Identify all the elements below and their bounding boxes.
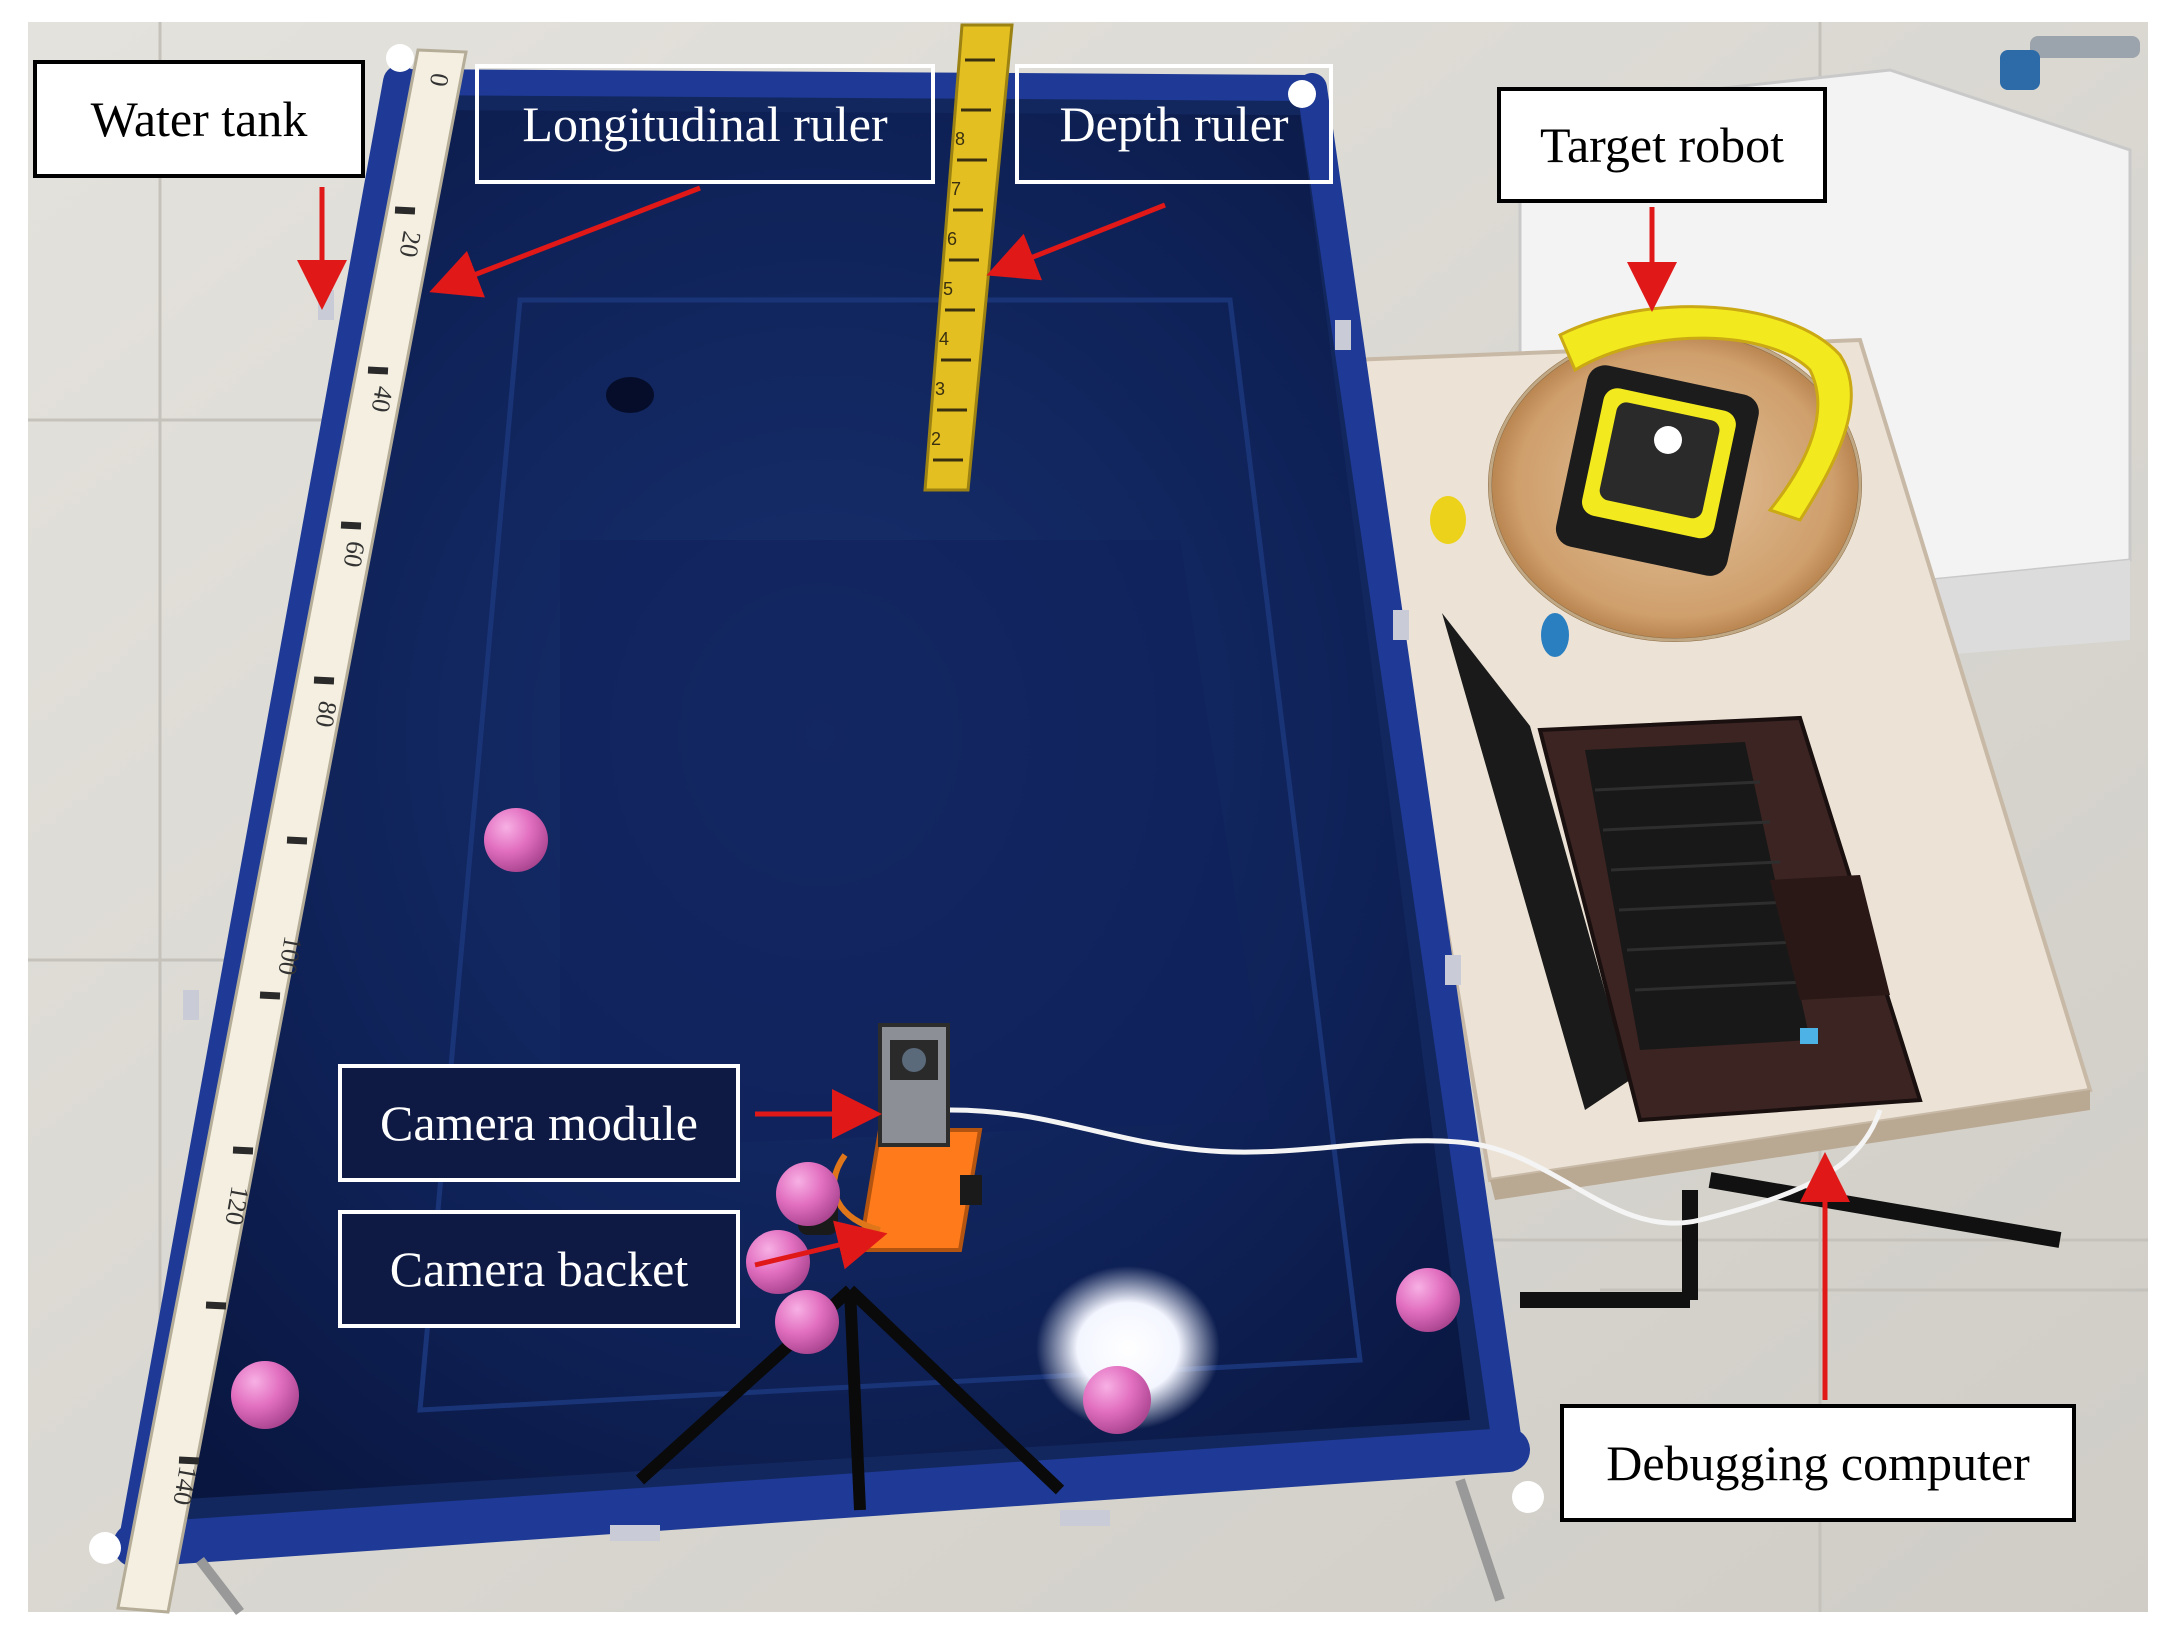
light-reflection — [1036, 1266, 1220, 1430]
ruler-mark: 140 — [167, 1464, 202, 1507]
ruler-mark: 20 — [394, 229, 427, 260]
camera-assembly — [798, 1023, 1883, 1252]
debugging-laptop — [1442, 613, 1923, 1123]
arrow-longitudinal-ruler — [429, 185, 701, 298]
depth-mark: 3 — [935, 379, 945, 399]
target-robot — [1430, 305, 1862, 657]
longitudinal-ruler: 0 20 40 60 80 100 120 140 — [116, 48, 468, 1614]
depth-mark: 5 — [943, 279, 953, 299]
pink-ball — [484, 808, 548, 872]
ruler-mark: 80 — [310, 699, 343, 730]
pink-ball — [231, 1361, 299, 1429]
desk-legs — [1520, 1172, 2062, 1308]
label-water-tank: Water tank — [33, 60, 365, 178]
ruler-mark: 120 — [219, 1184, 254, 1227]
ruler-mark: 100 — [272, 934, 307, 977]
depth-mark: 7 — [951, 179, 961, 199]
drain-hole — [606, 377, 654, 413]
label-depth-ruler: Depth ruler — [1015, 64, 1333, 184]
depth-ruler: 8 7 6 5 4 3 2 — [923, 23, 1014, 492]
label-debugging-computer: Debugging computer — [1560, 1404, 2076, 1522]
pink-ball — [1396, 1268, 1460, 1332]
arrow-camera-backet — [754, 1220, 888, 1270]
label-target-robot: Target robot — [1497, 87, 1827, 203]
label-camera-module: Camera module — [338, 1064, 740, 1182]
arrow-depth-ruler — [986, 202, 1166, 281]
annotation-arrows — [297, 185, 1850, 1400]
label-camera-backet: Camera backet — [338, 1210, 740, 1328]
pink-ball — [776, 1162, 840, 1226]
desk-edge — [1490, 1090, 2090, 1200]
depth-mark: 8 — [955, 129, 965, 149]
faucet — [2000, 36, 2140, 90]
pink-ball — [1083, 1366, 1151, 1434]
depth-mark: 6 — [947, 229, 957, 249]
pink-ball — [775, 1290, 839, 1354]
ruler-mark: 60 — [338, 539, 371, 570]
depth-mark: 4 — [939, 329, 949, 349]
ruler-mark: 0 — [424, 71, 455, 89]
label-longitudinal-ruler: Longitudinal ruler — [475, 64, 935, 184]
depth-mark: 2 — [931, 429, 941, 449]
floating-balls — [231, 808, 1460, 1434]
ruler-mark: 40 — [366, 384, 399, 415]
